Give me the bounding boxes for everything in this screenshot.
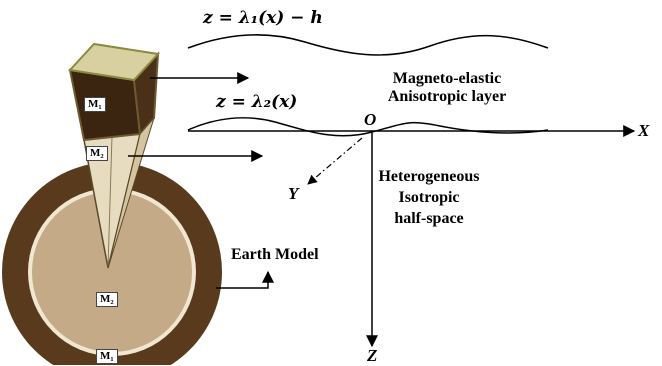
layer-label: Magneto-elastic Anisotropic layer bbox=[372, 70, 522, 106]
origin-label: O bbox=[364, 110, 377, 129]
halfspace-label-line3: half-space bbox=[394, 210, 464, 227]
wedge-bottom-material-label: M₂ bbox=[86, 146, 108, 161]
upper-surface-equation: z = λ₁(x) − h bbox=[203, 8, 323, 28]
z-axis-label: Z bbox=[367, 346, 378, 365]
lower-surface-equation: z = λ₂(x) bbox=[216, 92, 298, 112]
earth-model-arrow bbox=[216, 270, 274, 289]
layer-label-line2: Anisotropic layer bbox=[387, 88, 507, 105]
y-axis-label: Y bbox=[288, 184, 299, 203]
layer-label-line1: Magneto-elastic bbox=[392, 70, 502, 87]
halfspace-label: Heterogeneous Isotropic half-space bbox=[368, 166, 490, 229]
earth-core bbox=[32, 192, 192, 352]
crust-material-label: M₁ bbox=[96, 349, 118, 364]
x-axis-label: X bbox=[638, 121, 650, 140]
core-material-label: M₂ bbox=[96, 292, 118, 307]
earth-model-label: Earth Model bbox=[231, 246, 319, 263]
earth-cross-section bbox=[2, 162, 222, 365]
halfspace-label-line2: Isotropic bbox=[398, 189, 460, 206]
wedge-center-line bbox=[107, 135, 113, 269]
upper-surface-curve bbox=[187, 34, 549, 56]
wedge-top-material-label: M₁ bbox=[84, 97, 106, 112]
wedge-top-face bbox=[67, 42, 161, 82]
y-axis bbox=[307, 137, 363, 185]
halfspace-label-line1: Heterogeneous bbox=[378, 168, 480, 185]
